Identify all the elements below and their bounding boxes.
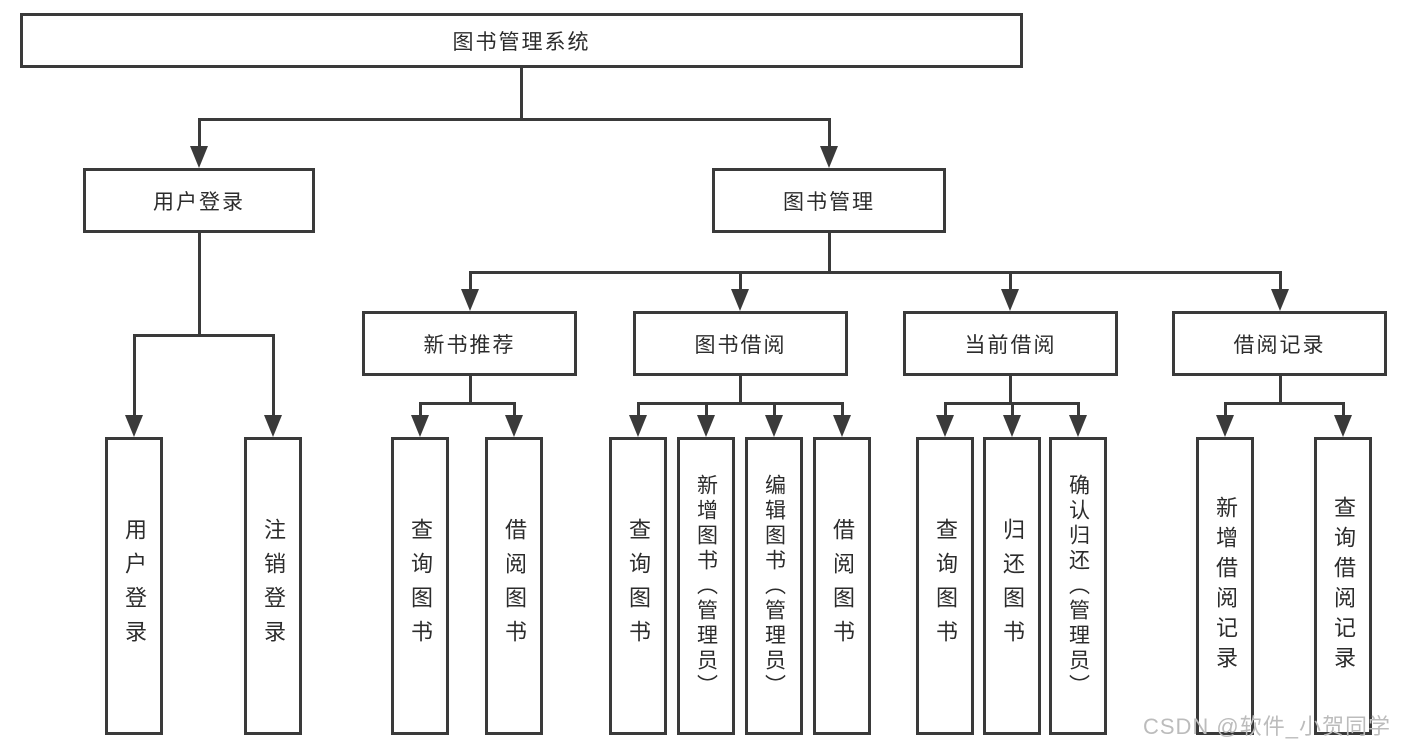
connector-stem (828, 118, 831, 148)
node-label: 借阅记录 (1233, 333, 1326, 357)
connector-records-vline (1279, 374, 1282, 404)
arrow-down-icon (1069, 415, 1087, 437)
leaf-label: 归还图书 (1000, 518, 1025, 654)
connector-mgmt-hline (469, 271, 1282, 274)
arrow-down-icon (820, 146, 838, 168)
node-label: 当前借阅 (964, 333, 1057, 357)
node-book-management: 图书管理 (712, 168, 946, 233)
leaf-label: 用户登录 (122, 518, 147, 654)
arrow-down-icon (1334, 415, 1352, 437)
connector-records-hline (1224, 402, 1345, 405)
arrow-down-icon (629, 415, 647, 437)
connector-stem (198, 118, 201, 148)
connector-mgmt-vline (828, 231, 831, 273)
connector-login-hline (133, 334, 275, 337)
connector-stem (1342, 402, 1345, 417)
leaf-borrow-books-recommend: 借阅图书 (485, 437, 543, 735)
node-new-book-recommendation: 新书推荐 (362, 311, 577, 376)
connector-stem (272, 334, 275, 417)
connector-borrow-hline (637, 402, 844, 405)
arrow-down-icon (461, 289, 479, 311)
arrow-down-icon (264, 415, 282, 437)
leaf-query-borrow-record: 查询借阅记录 (1314, 437, 1372, 735)
node-book-borrowing: 图书借阅 (633, 311, 848, 376)
connector-stem (419, 402, 422, 417)
leaf-label: 注销登录 (261, 518, 286, 654)
leaf-label: 编辑图书（管理员） (762, 473, 786, 699)
node-user-login: 用户登录 (83, 168, 315, 233)
leaf-label: 确认归还（管理员） (1066, 473, 1090, 699)
arrow-down-icon (190, 146, 208, 168)
connector-stem (1077, 402, 1080, 417)
connector-login-vline (198, 231, 201, 337)
node-library-management-system: 图书管理系统 (20, 13, 1023, 68)
leaf-user-login: 用户登录 (105, 437, 163, 735)
arrow-down-icon (936, 415, 954, 437)
node-label: 用户登录 (153, 190, 245, 214)
connector-recommend-vline (469, 374, 472, 404)
connector-stem (637, 402, 640, 417)
connector-stem (133, 334, 136, 417)
arrow-down-icon (765, 415, 783, 437)
connector-recommend-hline (419, 402, 516, 405)
leaf-label: 借阅图书 (830, 518, 855, 654)
connector-stem (1011, 402, 1014, 417)
watermark: CSDN @软件_小贺同学 (1142, 714, 1391, 739)
connector-root-vline (520, 66, 523, 120)
connector-stem (773, 402, 776, 417)
leaf-return-books: 归还图书 (983, 437, 1041, 735)
connector-stem (1009, 271, 1012, 291)
leaf-logout-login: 注销登录 (244, 437, 302, 735)
connector-stem (739, 271, 742, 291)
arrow-down-icon (1003, 415, 1021, 437)
leaf-edit-books-admin: 编辑图书（管理员） (745, 437, 803, 735)
arrow-down-icon (697, 415, 715, 437)
connector-current-vline (1009, 374, 1012, 404)
arrow-down-icon (833, 415, 851, 437)
leaf-label: 查询借阅记录 (1331, 496, 1356, 676)
connector-stem (469, 271, 472, 291)
node-label: 图书借阅 (694, 333, 787, 357)
node-current-borrowing: 当前借阅 (903, 311, 1118, 376)
leaf-confirm-return-admin: 确认归还（管理员） (1049, 437, 1107, 735)
arrow-down-icon (1001, 289, 1019, 311)
leaf-borrow-books-borrow: 借阅图书 (813, 437, 871, 735)
connector-root-hline (198, 118, 831, 121)
arrow-down-icon (125, 415, 143, 437)
leaf-label: 查询图书 (408, 518, 433, 654)
arrow-down-icon (731, 289, 749, 311)
node-borrowing-records: 借阅记录 (1172, 311, 1387, 376)
leaf-label: 借阅图书 (502, 518, 527, 654)
connector-stem (705, 402, 708, 417)
arrow-down-icon (505, 415, 523, 437)
arrow-down-icon (1271, 289, 1289, 311)
arrow-down-icon (411, 415, 429, 437)
connector-stem (1224, 402, 1227, 417)
leaf-query-books-borrow: 查询图书 (609, 437, 667, 735)
arrow-down-icon (1216, 415, 1234, 437)
leaf-add-borrow-record: 新增借阅记录 (1196, 437, 1254, 735)
connector-stem (1279, 271, 1282, 291)
node-label: 图书管理系统 (452, 30, 591, 54)
connector-stem (944, 402, 947, 417)
leaf-label: 查询图书 (626, 518, 651, 654)
leaf-query-books-recommend: 查询图书 (391, 437, 449, 735)
leaf-query-books-current: 查询图书 (916, 437, 974, 735)
leaf-add-books-admin: 新增图书（管理员） (677, 437, 735, 735)
node-label: 图书管理 (783, 190, 875, 214)
leaf-label: 查询图书 (933, 518, 958, 654)
node-label: 新书推荐 (423, 333, 516, 357)
connector-borrow-vline (739, 374, 742, 404)
connector-stem (513, 402, 516, 417)
leaf-label: 新增借阅记录 (1213, 496, 1238, 676)
leaf-label: 新增图书（管理员） (694, 473, 718, 699)
connector-stem (841, 402, 844, 417)
